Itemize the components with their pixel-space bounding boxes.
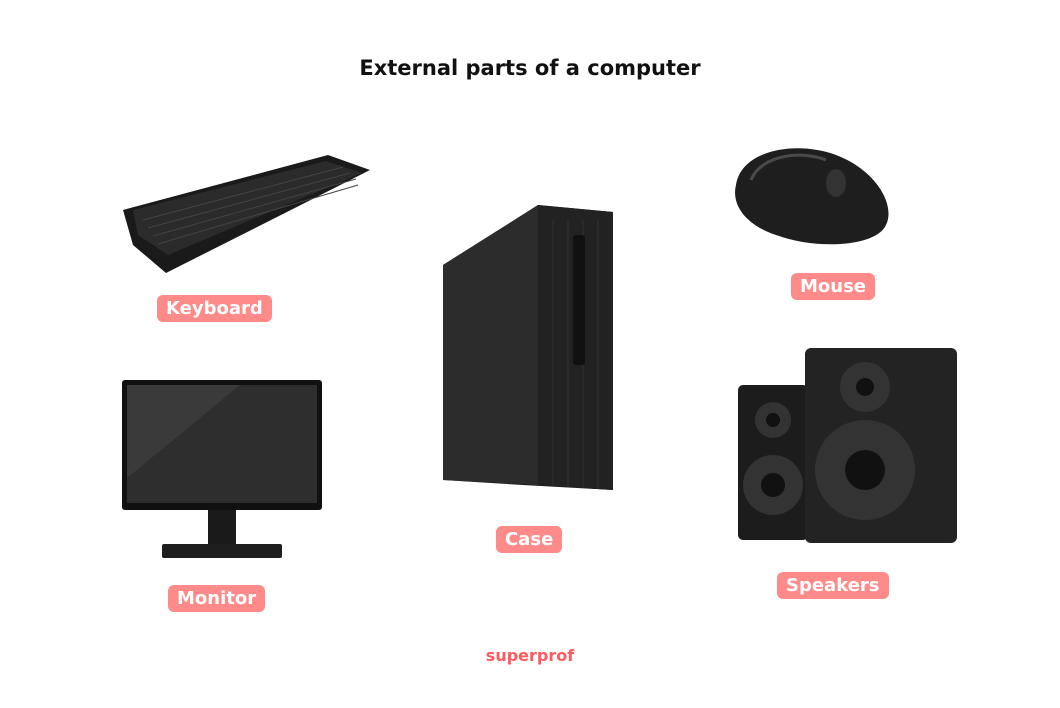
- mouse-image: [735, 148, 889, 245]
- case-image: [443, 205, 613, 490]
- case-label: Case: [496, 526, 563, 553]
- keyboard-image: [123, 155, 370, 273]
- monitor-label: Monitor: [168, 585, 266, 612]
- brand-logo: superprof: [485, 646, 575, 665]
- speakers-label: Speakers: [777, 572, 889, 599]
- mouse-label: Mouse: [791, 273, 876, 300]
- page-title: External parts of a computer: [359, 56, 701, 80]
- keyboard-label: Keyboard: [157, 295, 272, 322]
- speakers-image: [738, 348, 957, 543]
- monitor-image: [122, 380, 322, 558]
